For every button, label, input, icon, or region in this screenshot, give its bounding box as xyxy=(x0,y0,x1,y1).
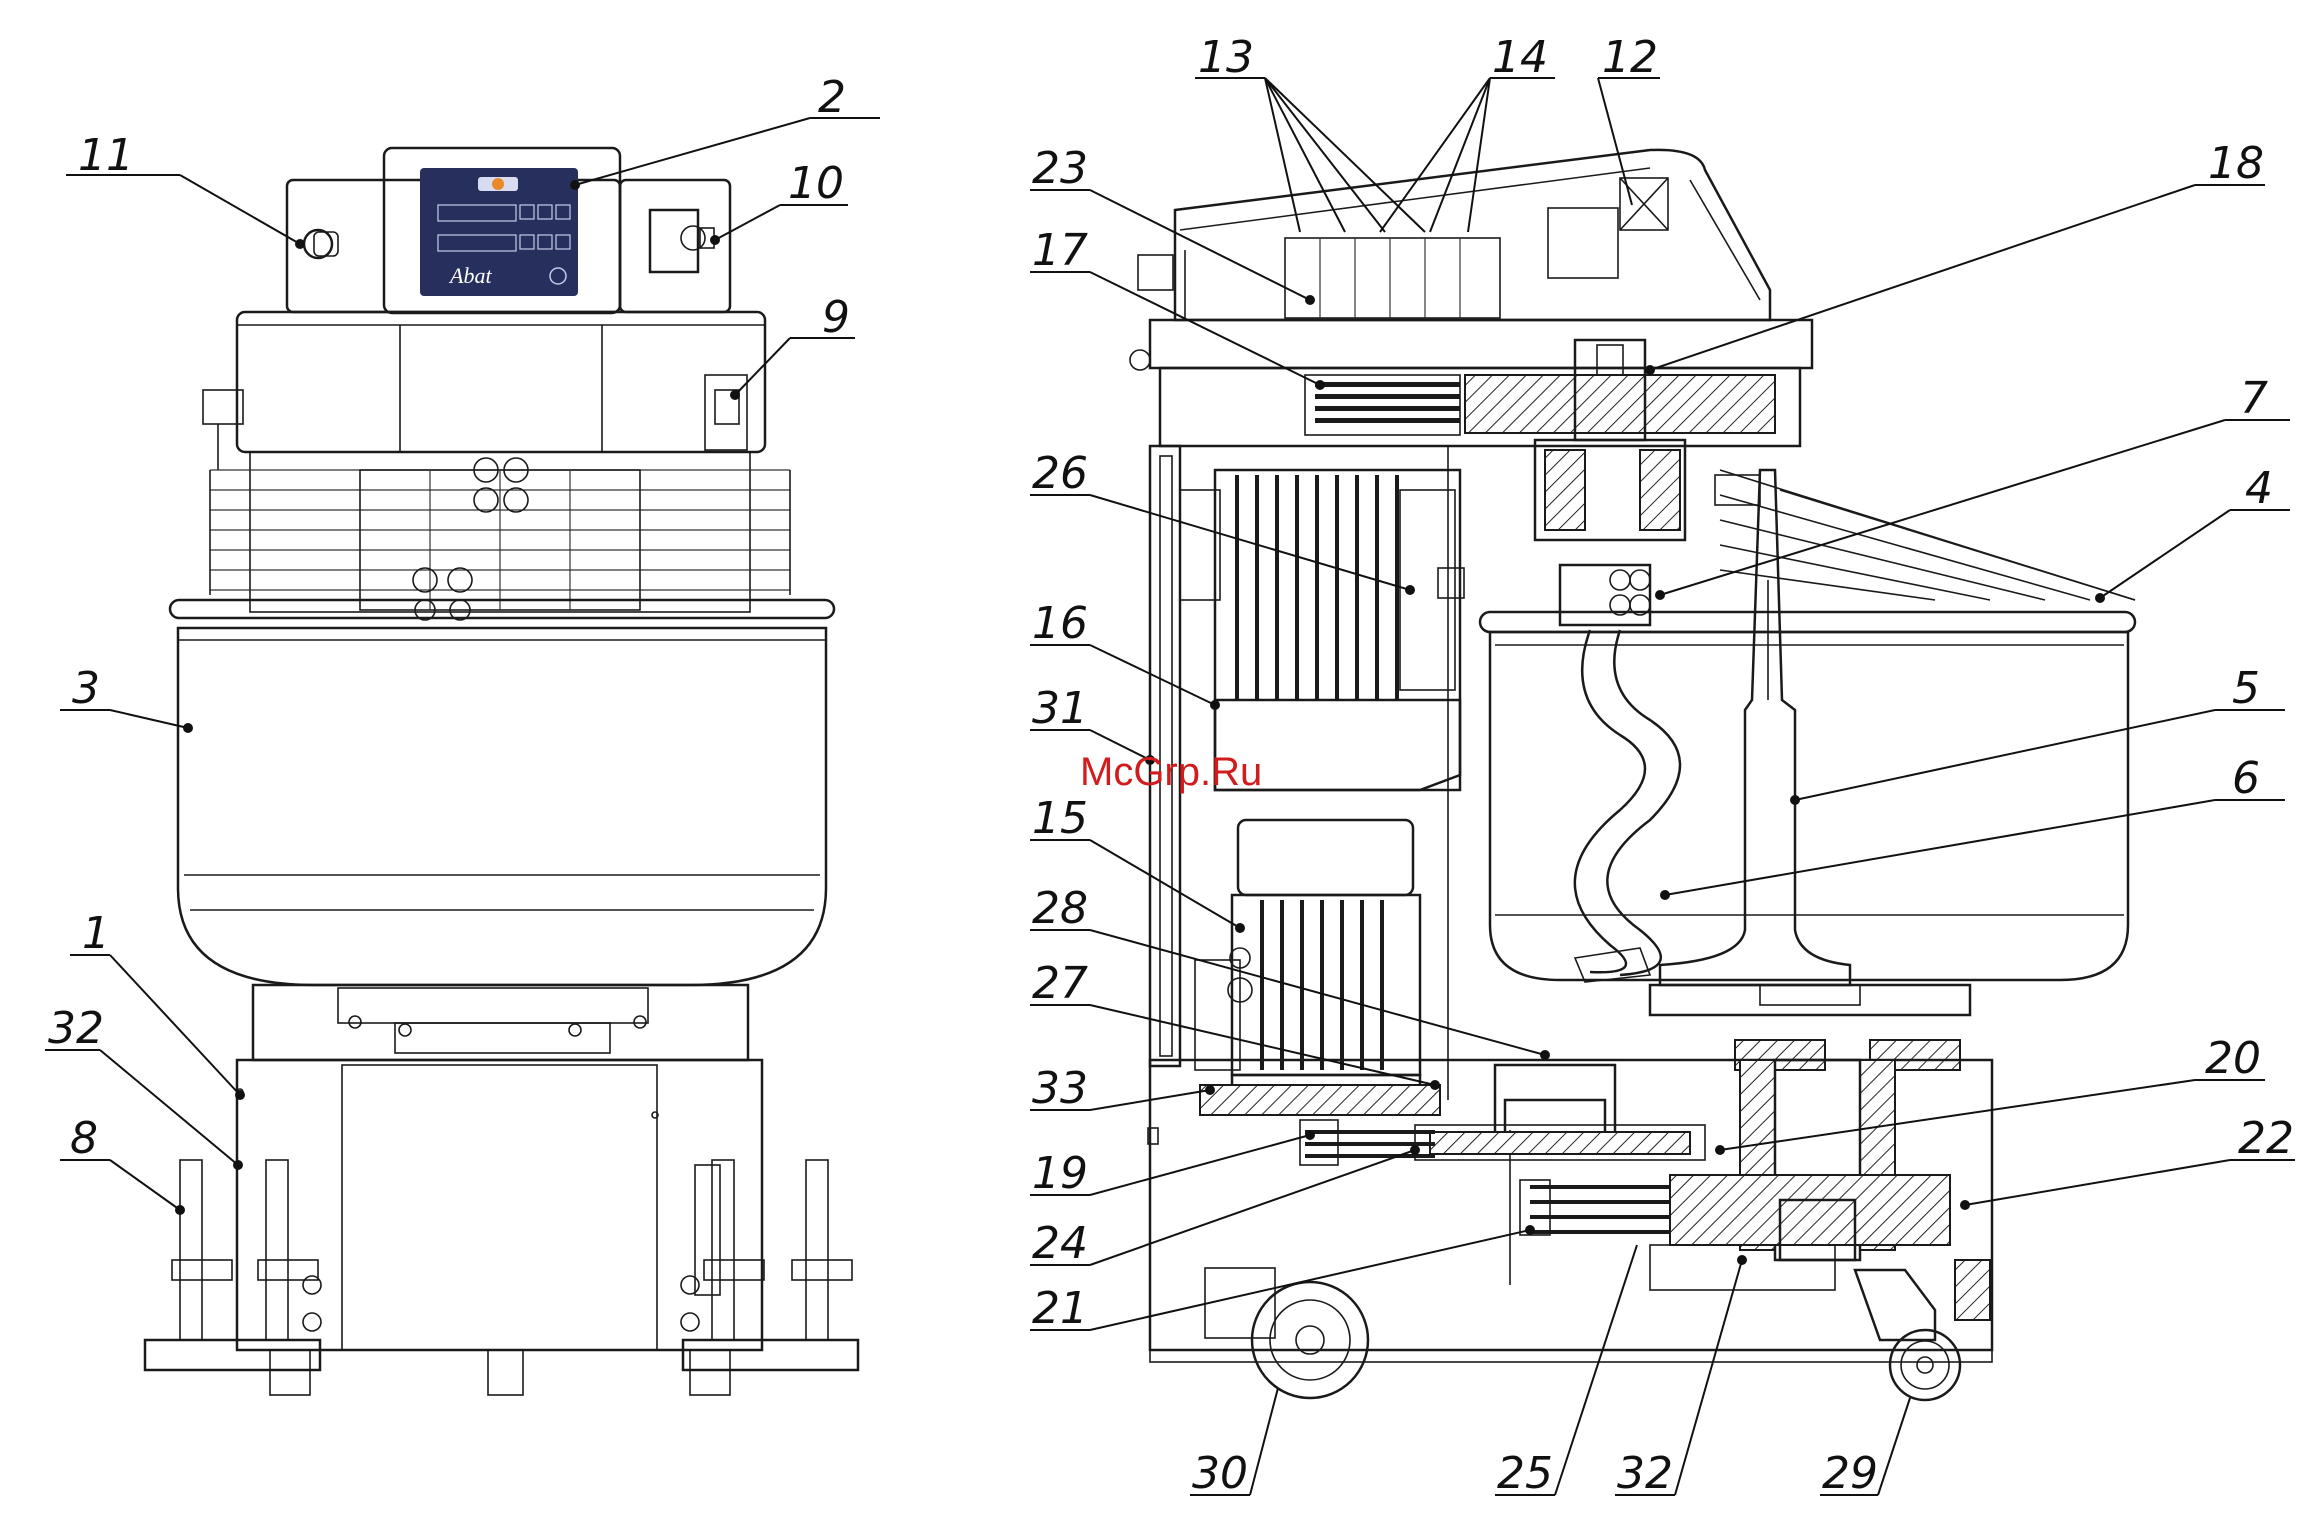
section-view xyxy=(1130,150,2135,1400)
callout-22: 22 xyxy=(2238,1113,2294,1164)
callout-30: 30 xyxy=(1192,1448,1248,1499)
front-view: Abat xyxy=(145,148,858,1395)
callout-1: 1 xyxy=(82,908,110,959)
callout-28: 28 xyxy=(1032,883,1088,934)
callout-17: 17 xyxy=(1032,225,1088,276)
callout-7: 7 xyxy=(2240,373,2268,424)
callout-11: 11 xyxy=(78,130,134,181)
callout-18: 18 xyxy=(2208,138,2264,189)
callout-4: 4 xyxy=(2245,463,2273,514)
callout-15: 15 xyxy=(1032,793,1088,844)
callout-9: 9 xyxy=(822,292,850,343)
callout-16: 16 xyxy=(1032,598,1088,649)
callout-5: 5 xyxy=(2232,663,2260,714)
callout-8: 8 xyxy=(70,1113,98,1164)
callout-27: 27 xyxy=(1032,958,1088,1009)
callout-3: 3 xyxy=(72,663,100,714)
callout-29: 29 xyxy=(1822,1448,1878,1499)
callout-32-right: 32 xyxy=(1617,1448,1673,1499)
callout-13: 13 xyxy=(1198,32,1254,83)
callout-24: 24 xyxy=(1032,1218,1088,1269)
callout-26: 26 xyxy=(1032,448,1088,499)
callout-14: 14 xyxy=(1492,32,1548,83)
callout-12: 12 xyxy=(1602,32,1658,83)
levelling-feet xyxy=(145,1160,858,1370)
callout-23: 23 xyxy=(1032,143,1088,194)
callout-2: 2 xyxy=(818,72,846,123)
watermark: McGrp.Ru xyxy=(1080,750,1262,794)
callout-10: 10 xyxy=(788,158,844,209)
control-panel: Abat xyxy=(420,168,578,296)
callout-32-left: 32 xyxy=(48,1003,104,1054)
callout-31: 31 xyxy=(1032,683,1088,734)
callout-20: 20 xyxy=(2205,1033,2261,1084)
callout-25: 25 xyxy=(1497,1448,1553,1499)
callout-19: 19 xyxy=(1032,1148,1088,1199)
callout-33: 33 xyxy=(1032,1063,1088,1114)
callout-6: 6 xyxy=(2232,753,2260,804)
panel-logo: Abat xyxy=(448,263,492,288)
callout-21: 21 xyxy=(1032,1283,1088,1334)
